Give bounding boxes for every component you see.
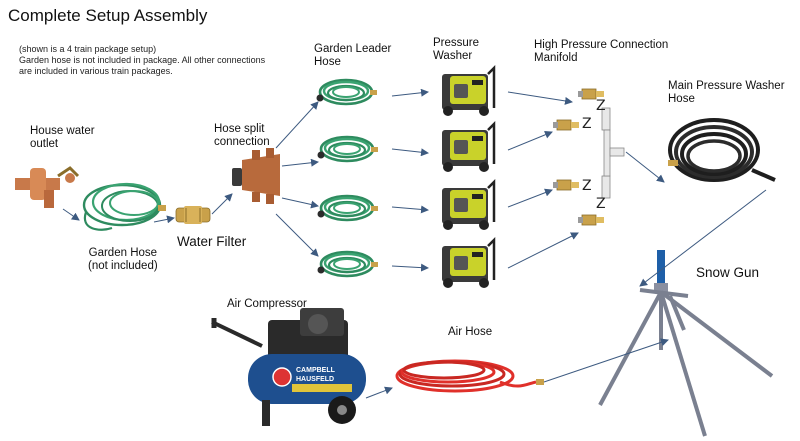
garden-leader-hose-label-line-2: Hose (314, 56, 341, 68)
water-filter (175, 206, 211, 224)
hose-split-label-line-2: connection (214, 136, 270, 148)
manifold-label-line-1: High Pressure Connection (534, 39, 669, 51)
house-water-outlet (15, 166, 80, 208)
arrow-split-to-leader-4 (275, 213, 319, 257)
air-hose-label: Air Hose (448, 326, 493, 338)
garden-leader-hose-label: Garden Leader Hose (314, 43, 391, 69)
arrow-split-to-leader-1 (275, 101, 319, 149)
air-compressor: CAMPBELL HAUSFELD (211, 308, 366, 426)
water-filter-label: Water Filter (177, 234, 247, 249)
arrow-filter-to-split (211, 193, 233, 215)
main-pressure-washer-hose (668, 118, 776, 182)
pressure-washer-2 (440, 122, 496, 174)
arrow-air-hose-to-snow-gun (543, 338, 669, 383)
manifold-label: High Pressure Connection Manifold (534, 39, 668, 65)
pressure-washer-label: Pressure Washer (433, 37, 479, 63)
arrow-washer-3-to-manifold (507, 188, 553, 208)
garden-hose (82, 182, 166, 231)
air-compressor-label: Air Compressor (227, 298, 307, 310)
house-water-outlet-label-line-1: House water (30, 125, 95, 137)
leader-hose-1 (315, 78, 379, 106)
house-water-outlet-label-line-2: outlet (30, 138, 59, 150)
package-note-line-1: (shown is a 4 train package setup) (19, 44, 157, 54)
compressor-brand-line-1: CAMPBELL (296, 367, 336, 374)
arrow-leader-1-to-washer (391, 88, 429, 97)
leader-hose-4 (316, 250, 380, 278)
svg-text:Z: Z (582, 178, 592, 194)
arrow-leader-2-to-washer (391, 148, 429, 157)
pressure-washer-1 (440, 66, 496, 118)
air-hose (395, 359, 544, 393)
house-water-outlet-label: House water outlet (30, 125, 95, 151)
garden-hose-label: Garden Hose (not included) (88, 247, 158, 273)
arrow-washer-2-to-manifold (507, 130, 553, 151)
arrow-washer-4-to-manifold (507, 232, 579, 269)
main-hose-label-line-2: Hose (668, 93, 695, 105)
package-note-line-2: Garden hose is not included in package. … (19, 55, 266, 76)
arrow-leader-4-to-washer (391, 263, 429, 272)
hose-split-connection (232, 148, 280, 204)
pressure-washer-label-line-1: Pressure (433, 37, 480, 49)
svg-text:Z: Z (596, 196, 606, 212)
connection-arrows (62, 88, 767, 399)
hose-split-label-line-1: Hose split (214, 123, 265, 135)
main-hose-label: Main Pressure Washer Hose (668, 80, 785, 106)
pressure-washer-label-line-2: Washer (433, 50, 473, 62)
leader-hose-2 (316, 135, 380, 163)
arrow-split-to-leader-2 (281, 158, 319, 167)
high-pressure-manifold: Z Z Z Z (552, 88, 625, 226)
snow-gun-label: Snow Gun (696, 265, 760, 280)
arrow-main-hose-to-snow-gun (639, 189, 767, 287)
arrow-washer-1-to-manifold (507, 91, 573, 105)
arrow-compressor-to-air-hose (365, 386, 393, 399)
leader-hose-3 (316, 194, 380, 222)
garden-hose-label-line-2: (not included) (88, 260, 158, 272)
svg-text:Z: Z (582, 116, 592, 132)
pressure-washer-3 (440, 180, 496, 232)
hose-split-label: Hose split connection (214, 123, 270, 149)
svg-text:Z: Z (596, 98, 606, 114)
garden-leader-hose-label-line-1: Garden Leader (314, 43, 392, 55)
package-note: (shown is a 4 train package setup) Garde… (19, 44, 269, 77)
manifold-label-line-2: Manifold (534, 52, 578, 64)
snow-gun (598, 250, 774, 437)
page-title: Complete Setup Assembly (8, 6, 208, 25)
arrow-leader-3-to-washer (391, 205, 429, 214)
main-hose-label-line-1: Main Pressure Washer (668, 80, 785, 92)
compressor-brand-line-2: HAUSFELD (296, 376, 334, 383)
arrow-manifold-to-main-hose (625, 151, 665, 183)
garden-hose-label-line-1: Garden Hose (88, 247, 158, 259)
arrow-split-to-leader-3 (281, 197, 319, 209)
arrow-outlet-to-hose (62, 208, 80, 221)
pressure-washer-4 (440, 238, 496, 290)
arrow-hose-to-filter (153, 215, 175, 224)
